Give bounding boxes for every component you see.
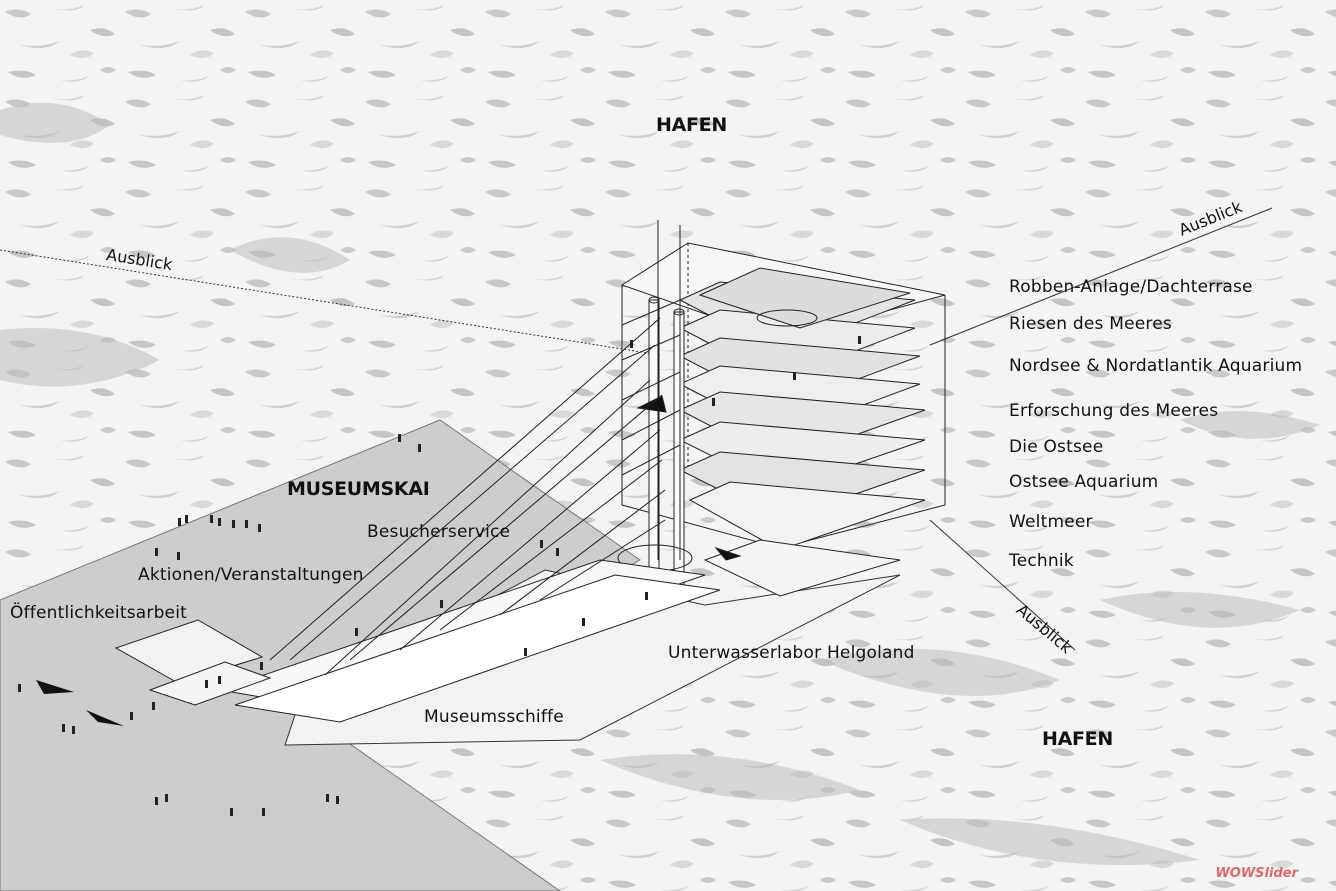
label-unterwasserlabor: Unterwasserlabor Helgoland [668,643,915,663]
label-hafen-bottom: HAFEN [1042,728,1113,750]
floor-label: Technik [1009,551,1074,571]
label-oeffentlichkeitsarbeit: Öffentlichkeitsarbeit [10,603,188,623]
label-hafen-top: HAFEN [656,114,727,136]
entrance-bridge [114,317,721,723]
floor-label: Weltmeer [1009,512,1093,532]
floor-label: Riesen des Meeres [1009,314,1172,334]
water-shading [0,102,1320,865]
floor-label: Robben-Anlage/Dachterrase [1009,277,1253,297]
floor-label: Erforschung des Meeres [1009,401,1219,421]
label-aktionen: Aktionen/Veranstaltungen [138,565,364,585]
museum-tower [617,220,946,597]
watermark-logo: WOWSlider [1215,866,1298,881]
quay-deck [284,569,901,746]
sightline-right-bottom [929,519,1076,651]
label-besucherservice: Besucherservice [367,522,511,542]
floor-label: Nordsee & Nordatlantik Aquarium [1009,356,1303,376]
arrow-icon [36,680,74,694]
sightline-right-top [929,207,1273,346]
people-figures [18,336,861,816]
floor-label: Ostsee Aquarium [1009,472,1159,492]
arrow-icon [86,710,124,726]
sightline-left [0,249,661,356]
label-museumskai: MUSEUMSKAI [287,478,430,500]
floor-label: Die Ostsee [1009,437,1104,457]
label-museumsschiffe: Museumsschiffe [424,707,564,727]
